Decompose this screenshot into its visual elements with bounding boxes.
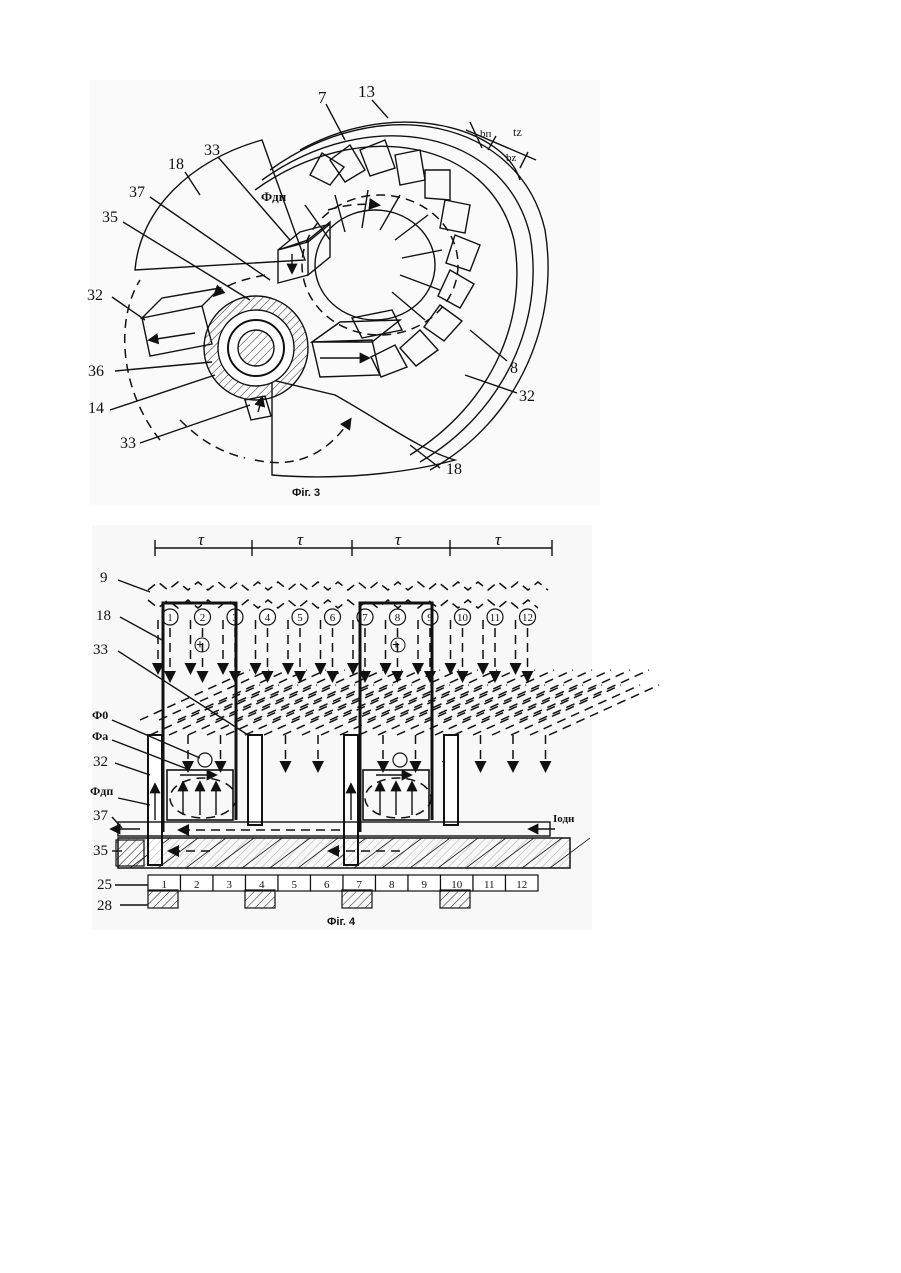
- fig3-label-32-left: 32: [87, 287, 103, 304]
- fig3-label-13: 13: [358, 82, 375, 101]
- fig3-label-33-top: 33: [204, 142, 220, 159]
- slot-circle-number: 12: [522, 612, 533, 624]
- fig4-label-18: 18: [96, 608, 111, 624]
- fig4-label-37: 37: [93, 808, 109, 824]
- slot-number: 1: [162, 879, 168, 891]
- slot-circle-number: 7: [362, 612, 368, 624]
- fig4-label-phia: Фа: [92, 729, 108, 743]
- slot-number: 3: [227, 879, 233, 891]
- slot-number: 10: [451, 879, 463, 891]
- fig3-caption: Фіг. 3: [292, 487, 320, 499]
- slot-number: 5: [292, 879, 298, 891]
- fig3-label-8: 8: [510, 360, 518, 377]
- fig4-label-25: 25: [97, 877, 112, 893]
- slot-circle-number: 4: [265, 612, 271, 624]
- slot-circle-number: 1: [167, 612, 173, 624]
- fig3-label-32-right: 32: [519, 388, 535, 405]
- slot-circle-number: 5: [297, 612, 303, 624]
- fig3-label-tz: tz: [513, 125, 522, 139]
- slot-number: 12: [516, 879, 527, 891]
- slot-number: 7: [357, 879, 363, 891]
- fig3-label-7: 7: [318, 88, 327, 107]
- fig3-label-36: 36: [88, 363, 104, 380]
- slot-number: 8: [389, 879, 395, 891]
- fig4-label-33: 33: [93, 642, 108, 658]
- tau-3: τ: [395, 530, 402, 549]
- fig3-label-phi-dp: Фдп: [261, 189, 287, 204]
- fig4-label-28: 28: [97, 898, 112, 914]
- fig3-label-33-bottom: 33: [120, 435, 136, 452]
- fig3-label-14: 14: [88, 400, 104, 417]
- slot-number-strip: 123456789101112: [148, 875, 538, 891]
- slot-circle-number: 8: [395, 612, 401, 624]
- slot-circle-number: 2: [200, 612, 206, 624]
- fig3-label-18-top: 18: [168, 156, 184, 173]
- fig3-label-bz: bz: [506, 152, 517, 164]
- fig4-label-phi0: Ф0: [92, 708, 108, 722]
- figure-3: 7 13 18 33 37 35 32 36 14 33 8 32 18 Фдп…: [87, 80, 600, 505]
- fig3-label-18-bottom: 18: [446, 461, 462, 478]
- fig3-label-37: 37: [129, 184, 145, 201]
- slot-circle-number: 11: [490, 612, 501, 624]
- tau-1: τ: [198, 530, 205, 549]
- fig3-label-bp: bп: [480, 128, 492, 140]
- fig4-label-35: 35: [93, 843, 108, 859]
- fig4-label-phidp: Фдп: [90, 784, 113, 798]
- slot-circle-number: 6: [330, 612, 336, 624]
- fig4-label-32: 32: [93, 754, 108, 770]
- slot-number: 6: [324, 879, 330, 891]
- shaft: [238, 330, 274, 366]
- figure-4: τ τ τ τ 123456789101112: [90, 525, 659, 930]
- fig3-label-35: 35: [102, 209, 118, 226]
- tau-2: τ: [297, 530, 304, 549]
- slot-number: 9: [422, 879, 428, 891]
- tau-4: τ: [495, 530, 502, 549]
- slot-number: 4: [259, 879, 265, 891]
- fig4-caption: Фіг. 4: [327, 916, 356, 928]
- slot-circle-number: 10: [457, 612, 469, 624]
- slot-number: 2: [194, 879, 200, 891]
- fig4-label-iodn: Iодн: [553, 813, 575, 825]
- fig4-label-9: 9: [100, 570, 108, 586]
- fig3-background: [90, 80, 600, 505]
- slot-number: 11: [484, 879, 495, 891]
